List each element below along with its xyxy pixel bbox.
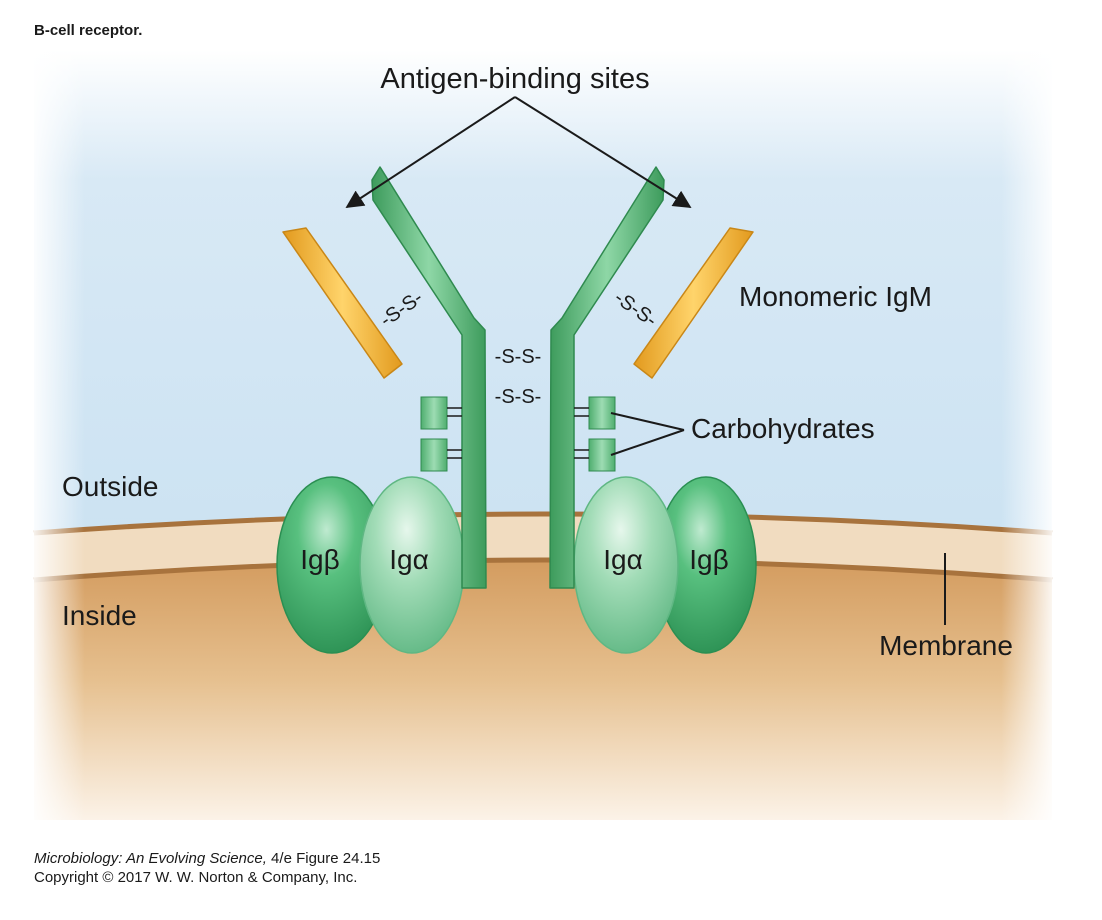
caption-copyright: Copyright © 2017 W. W. Norton & Company,… — [34, 869, 358, 886]
caption-source-line: Microbiology: An Evolving Science, 4/e F… — [34, 849, 380, 868]
label-carbohydrates: Carbohydrates — [691, 413, 875, 444]
light-chain-left — [282, 227, 403, 379]
label-inside: Inside — [62, 600, 137, 631]
label-outside: Outside — [62, 471, 159, 502]
carbohydrates-left — [420, 396, 462, 472]
label-ig-beta-right: Igβ — [689, 544, 728, 575]
label-membrane: Membrane — [879, 630, 1013, 661]
label-monomeric-igm: Monomeric IgM — [739, 281, 932, 312]
antigen-arrow-left — [345, 96, 516, 208]
light-chain-right — [633, 227, 754, 379]
disulfide-bond-lower: -S-S- — [495, 386, 542, 408]
figure-caption: Microbiology: An Evolving Science, 4/e F… — [34, 849, 380, 887]
carbohydrates-pointer-lower — [610, 429, 685, 456]
label-ig-alpha-right: Igα — [603, 544, 643, 575]
carbohydrates-pointer-upper — [610, 412, 685, 431]
disulfide-bond-upper: -S-S- — [495, 346, 542, 368]
caption-edition-figure: 4/e Figure 24.15 — [266, 850, 381, 867]
figure-title: B-cell receptor. — [34, 22, 143, 39]
label-ig-beta-left: Igβ — [300, 544, 339, 575]
caption-book-title: Microbiology: An Evolving Science, — [34, 850, 267, 867]
carbohydrates-right — [574, 396, 616, 472]
label-ig-alpha-left: Igα — [389, 544, 429, 575]
heavy-chain-left — [371, 166, 487, 589]
antigen-arrow-right — [514, 96, 692, 208]
heavy-chain-right — [549, 166, 665, 589]
label-antigen-binding-sites: Antigen-binding sites — [380, 63, 649, 95]
